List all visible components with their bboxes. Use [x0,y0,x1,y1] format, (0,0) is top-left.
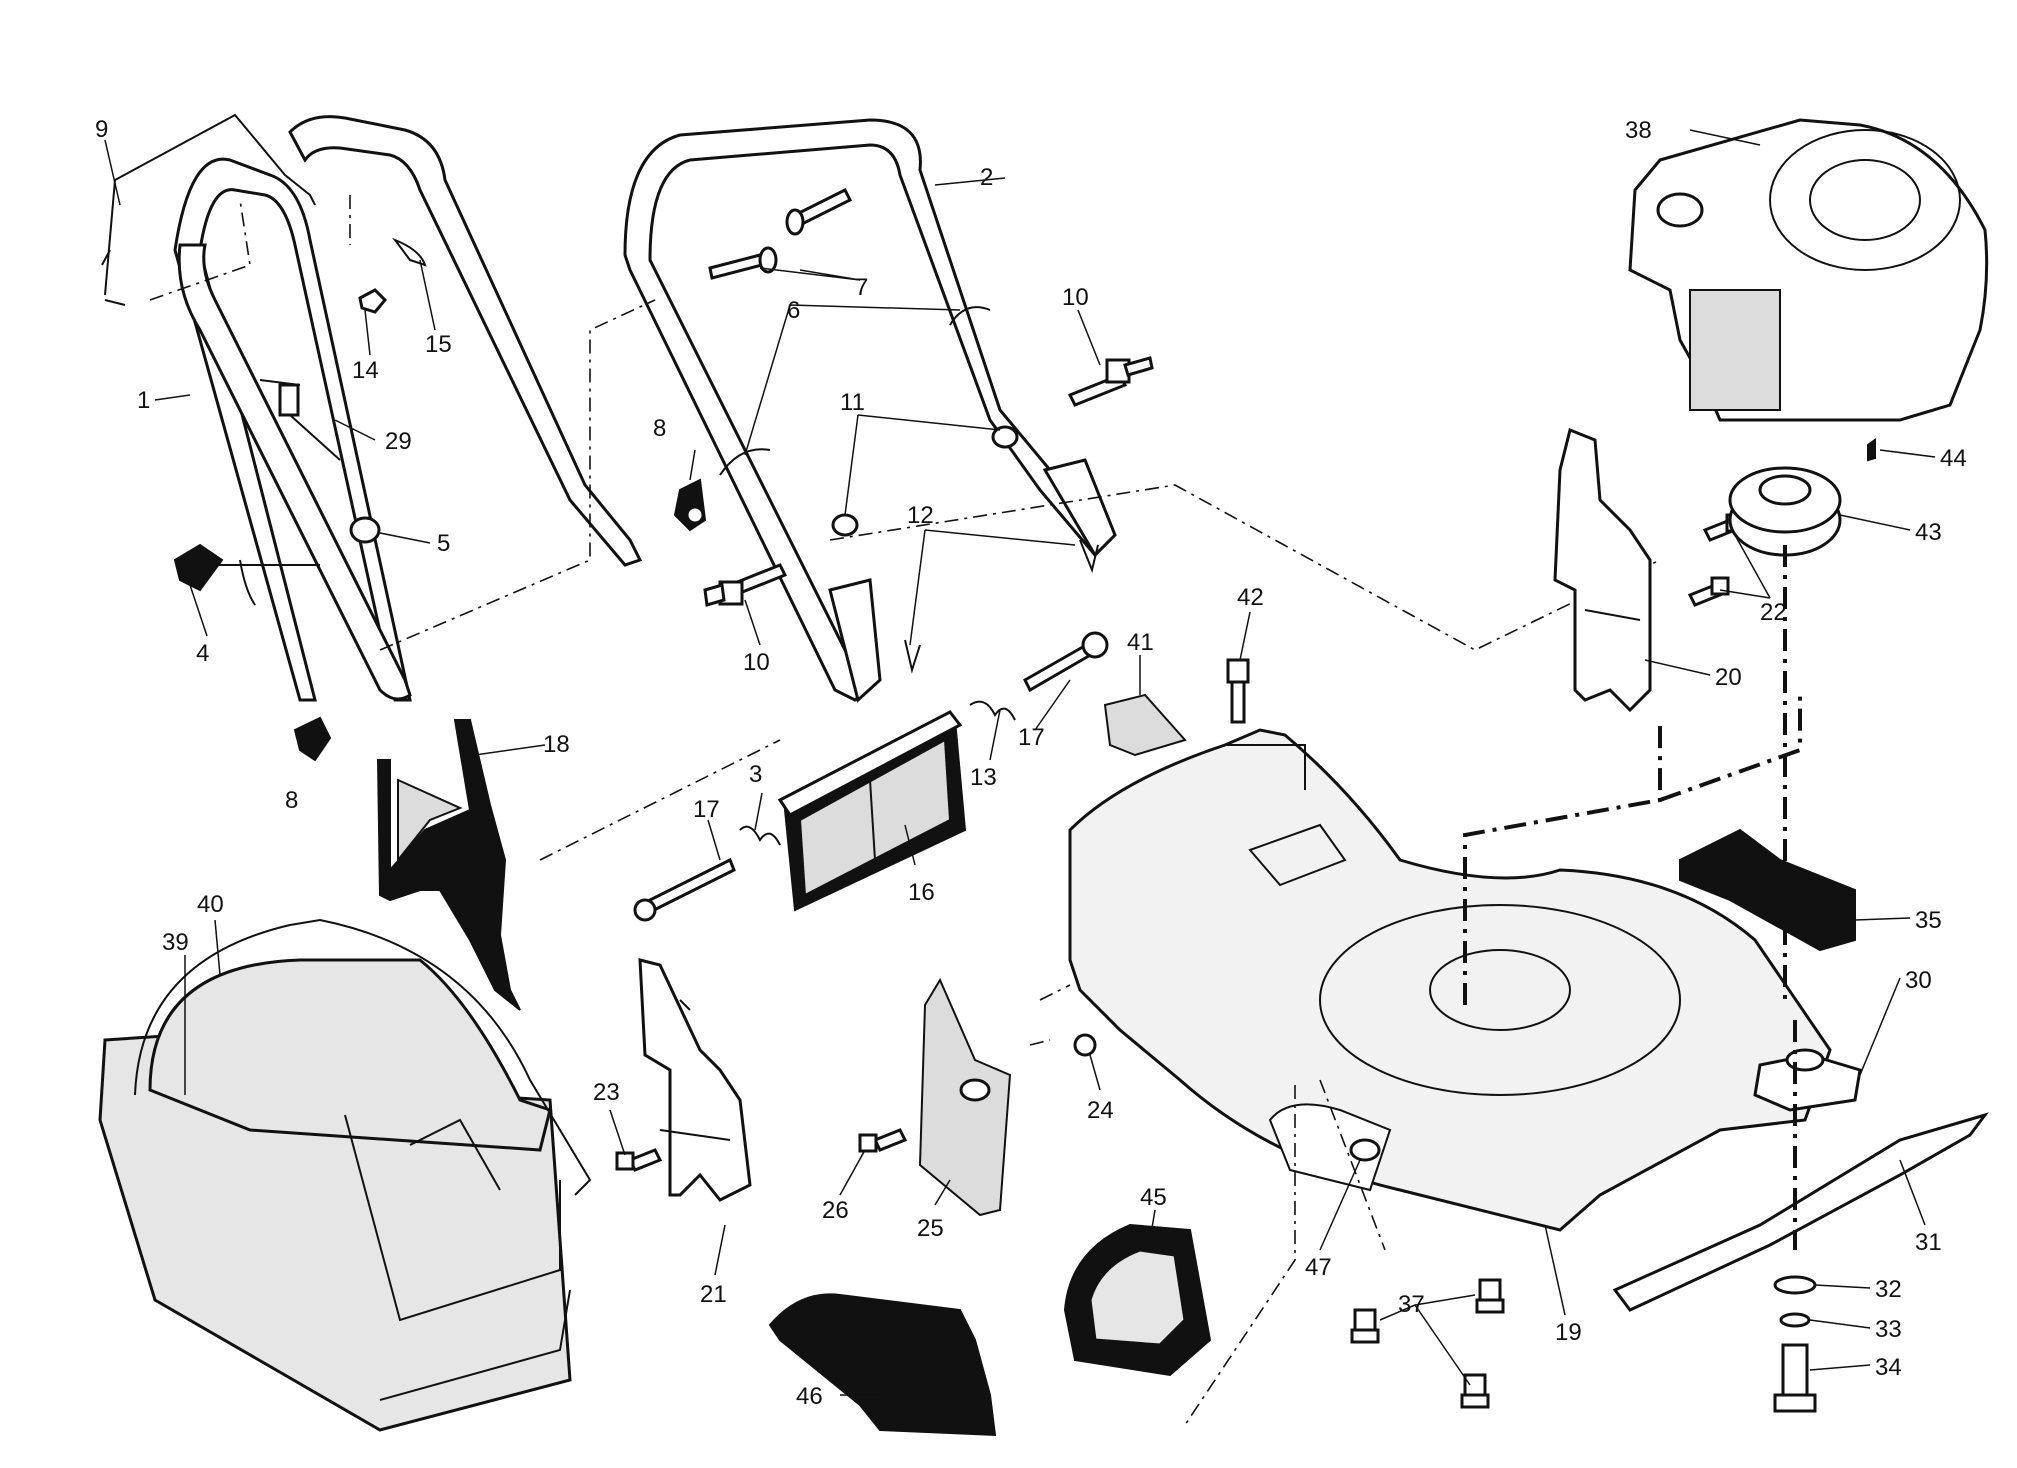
callout-34: 34 [1875,1354,1902,1381]
callout-10-right: 10 [1062,284,1089,311]
callout-25: 25 [917,1215,944,1242]
callout-15: 15 [425,331,452,358]
engine-mount-guide [1463,690,1802,1005]
mulch-plug [376,719,521,1011]
callout-45: 45 [1140,1184,1167,1211]
grass-bag [98,918,592,1432]
chute-41 [1103,693,1187,757]
callout-29: 29 [385,428,412,455]
callout-5: 5 [437,530,450,557]
deck-bolts [1349,1138,1505,1409]
callout-14: 14 [352,357,379,384]
baffle [1679,828,1856,952]
callout-21: 21 [700,1281,727,1308]
callout-31: 31 [1915,1229,1942,1256]
callout-10-left: 10 [743,649,770,676]
height-adjuster-left [638,958,752,1202]
mulch-door-inner [1088,1248,1187,1347]
handle-small-hardware [259,237,427,544]
lower-handle [173,115,643,702]
callout-2: 2 [980,164,993,191]
callout-40: 40 [197,891,224,918]
door-springs [739,700,1016,846]
rear-skirt [768,1293,997,1437]
callout-38: 38 [1625,117,1652,144]
callout-19: 19 [1555,1319,1582,1346]
nut-24 [1073,1033,1097,1057]
callout-20: 20 [1715,664,1742,691]
cable-ties [719,306,991,476]
pulley [1728,466,1842,557]
callout-43: 43 [1915,519,1942,546]
callout-17-left: 17 [693,796,720,823]
callout-3: 3 [749,761,762,788]
callout-47: 47 [1305,1254,1332,1281]
blade-hardware [1773,1275,1817,1413]
callout-7: 7 [855,274,868,301]
callout-9: 9 [95,116,108,143]
mower-blade [1612,1112,1989,1312]
bolt-42 [1226,658,1250,724]
callout-39: 39 [162,929,189,956]
callout-37: 37 [1398,1291,1425,1318]
height-adjuster-right [1553,427,1652,713]
leader-lines [104,129,1936,1396]
control-bail [101,113,316,306]
upper-handle [623,118,1117,703]
callout-26: 26 [822,1197,849,1224]
callout-16: 16 [908,879,935,906]
handle-bolts [708,187,853,280]
callout-23: 23 [593,1079,620,1106]
deck-guide-lines [1029,984,1386,1426]
callout-18: 18 [543,731,570,758]
rear-door [777,710,967,912]
handle-knobs [173,478,707,762]
handle-knob-bolt-right [1067,356,1154,407]
bail-guide-line [149,195,351,301]
callout-4: 4 [196,640,209,667]
callout-24: 24 [1087,1097,1114,1124]
key-44 [1867,438,1876,462]
callout-8-upper: 8 [653,415,666,442]
callout-1: 1 [137,387,150,414]
door-rods [633,631,1109,922]
mower-deck [1068,728,1832,1232]
handle-nuts [831,425,1019,537]
engine [1628,118,1989,422]
callout-35: 35 [1915,907,1942,934]
callout-22: 22 [1760,599,1787,626]
callout-32: 32 [1875,1276,1902,1303]
callout-labels: 9 1 14 15 29 5 4 8 8 2 7 6 10 10 11 12 1… [95,116,1967,1410]
callout-41: 41 [1127,629,1154,656]
hairpin-clips [904,539,1099,674]
callout-30: 30 [1905,967,1932,994]
callout-11: 11 [840,389,865,416]
handle-knob-bolt-left [703,563,788,607]
callout-44: 44 [1940,445,1967,472]
callout-6: 6 [787,297,800,324]
side-discharge-deflector [918,977,1012,1217]
callout-46: 46 [796,1383,823,1410]
callout-12: 12 [907,502,934,529]
callout-17-right: 17 [1018,724,1045,751]
callout-8-lower: 8 [285,787,298,814]
callout-13: 13 [970,764,997,791]
callout-33: 33 [1875,1316,1902,1343]
handle-guide-line [379,299,1661,861]
callout-42: 42 [1237,584,1264,611]
